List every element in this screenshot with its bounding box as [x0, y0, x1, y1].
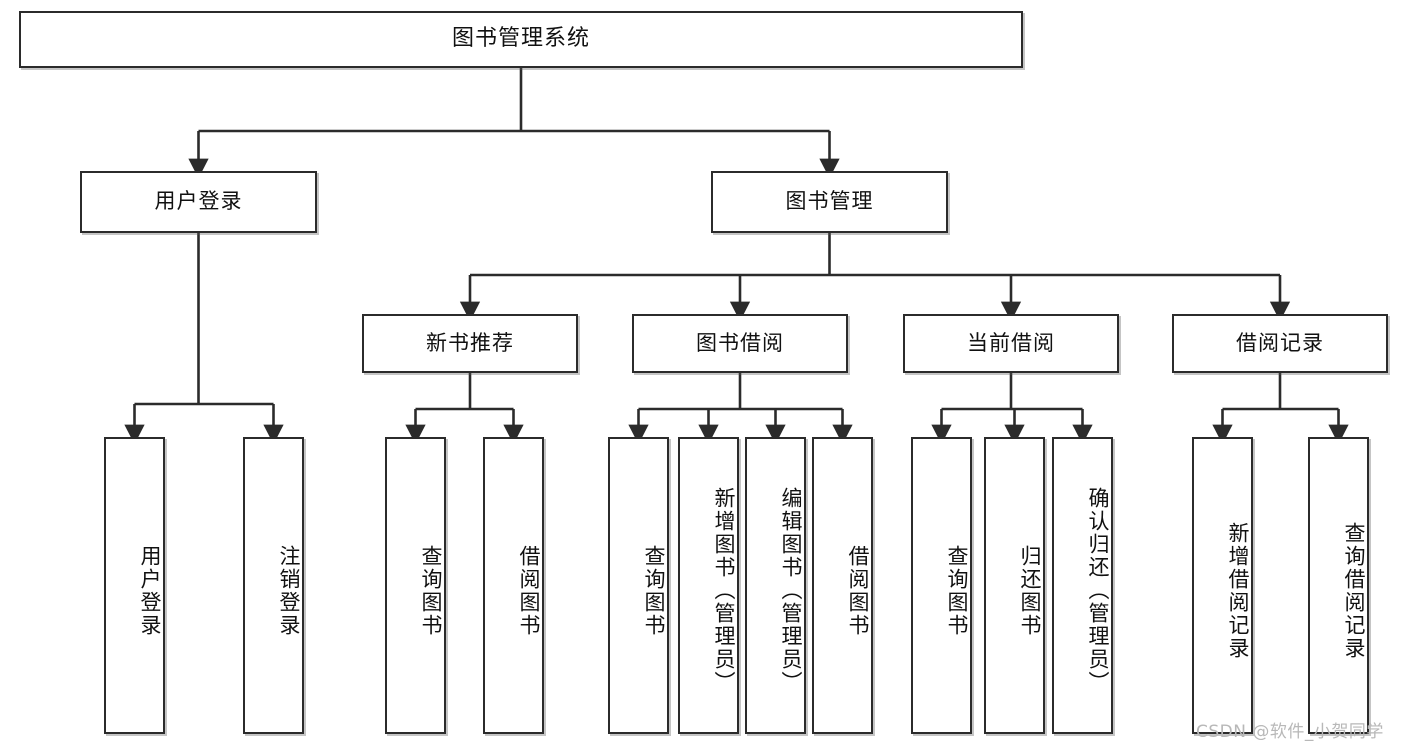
node-leaf-query-book-3[interactable]: 查询图书	[911, 437, 972, 734]
node-leaf-edit-book[interactable]: 编辑图书（管理员）	[745, 437, 806, 734]
node-leaf-add-record-label: 新增借阅记录	[1226, 521, 1250, 660]
node-leaf-logout-label: 注销登录	[277, 544, 301, 637]
node-leaf-query-book-3-label: 查询图书	[945, 544, 969, 637]
node-root-system-label: 图书管理系统	[451, 26, 590, 52]
node-borrow-record-label: 借阅记录	[1236, 330, 1324, 355]
node-leaf-borrow-book-2[interactable]: 借阅图书	[812, 437, 873, 734]
node-leaf-user-login-label: 用户登录	[138, 544, 162, 637]
node-new-book-recommend[interactable]: 新书推荐	[362, 314, 578, 373]
node-borrow-record[interactable]: 借阅记录	[1172, 314, 1388, 373]
node-leaf-confirm-return[interactable]: 确认归还（管理员）	[1052, 437, 1113, 734]
node-leaf-borrow-book-1[interactable]: 借阅图书	[483, 437, 544, 734]
node-leaf-return-book[interactable]: 归还图书	[984, 437, 1045, 734]
node-leaf-add-book-label: 新增图书（管理员）	[712, 487, 736, 694]
node-leaf-add-record[interactable]: 新增借阅记录	[1192, 437, 1253, 734]
node-leaf-query-book-1[interactable]: 查询图书	[385, 437, 446, 734]
node-book-borrow-label: 图书借阅	[696, 330, 784, 355]
watermark-label: CSDN @软件_小贺同学	[1196, 722, 1384, 742]
node-book-manage[interactable]: 图书管理	[711, 171, 948, 233]
node-leaf-return-book-label: 归还图书	[1018, 544, 1042, 637]
node-book-manage-label: 图书管理	[785, 189, 874, 214]
node-leaf-add-book[interactable]: 新增图书（管理员）	[678, 437, 739, 734]
node-current-borrow-label: 当前借阅	[967, 330, 1055, 355]
node-leaf-logout[interactable]: 注销登录	[243, 437, 304, 734]
node-leaf-query-book-2-label: 查询图书	[642, 544, 666, 637]
node-current-borrow[interactable]: 当前借阅	[903, 314, 1119, 373]
node-leaf-borrow-book-1-label: 借阅图书	[517, 544, 541, 637]
node-leaf-confirm-return-label: 确认归还（管理员）	[1086, 487, 1110, 694]
node-user-login[interactable]: 用户登录	[80, 171, 317, 233]
node-leaf-user-login[interactable]: 用户登录	[104, 437, 165, 734]
node-leaf-query-record-label: 查询借阅记录	[1342, 521, 1366, 660]
node-book-borrow[interactable]: 图书借阅	[632, 314, 848, 373]
node-leaf-edit-book-label: 编辑图书（管理员）	[779, 487, 803, 694]
node-root-system[interactable]: 图书管理系统	[19, 11, 1023, 68]
node-leaf-query-book-1-label: 查询图书	[419, 544, 443, 637]
node-leaf-query-book-2[interactable]: 查询图书	[608, 437, 669, 734]
node-leaf-borrow-book-2-label: 借阅图书	[846, 544, 870, 637]
node-new-book-recommend-label: 新书推荐	[426, 330, 514, 355]
node-leaf-query-record[interactable]: 查询借阅记录	[1308, 437, 1369, 734]
node-user-login-label: 用户登录	[154, 189, 243, 214]
